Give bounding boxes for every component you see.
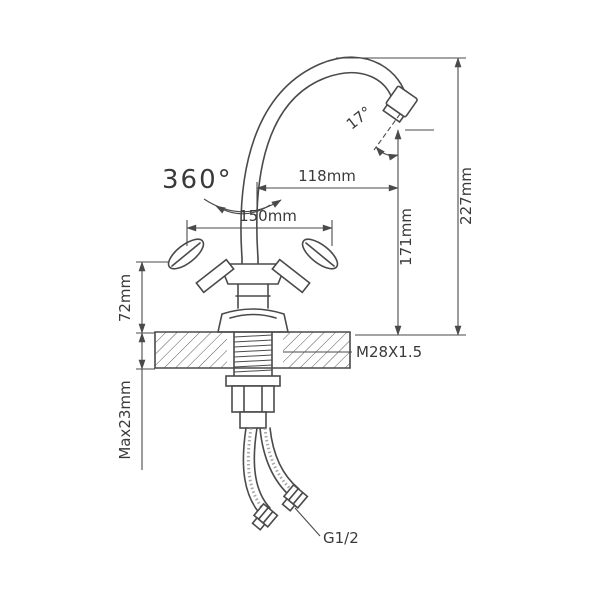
reach-dimension-label: 118mm (298, 167, 356, 185)
outlet-height-label: 171mm (397, 208, 415, 266)
deck-hatch-right (283, 332, 350, 368)
faucet-spout (240, 56, 408, 259)
dimension-body-height: 72mm (116, 261, 168, 334)
spout-inner-curve (256, 72, 394, 259)
thread-callout: M28X1.5 (283, 343, 422, 361)
connector-left-facet2 (262, 510, 274, 524)
hose-left-inner (253, 427, 271, 509)
rotation-annotation: 360° (162, 165, 282, 215)
hose-connector-left (251, 502, 279, 531)
left-handle-arm (195, 258, 235, 294)
overall-height-label: 227mm (457, 167, 475, 225)
dimension-outlet-height: 171mm (394, 129, 434, 336)
base-detail-line (229, 313, 277, 319)
base-escutcheon (217, 308, 289, 333)
right-handle-arm (271, 258, 311, 294)
hose-right-outer (259, 427, 292, 498)
right-knob-axis (305, 242, 335, 267)
rotation-arc-inner (215, 204, 271, 215)
rotation-arc-outer (203, 198, 282, 213)
thread-ticks (233, 334, 273, 373)
hose-connection-label: G1/2 (323, 529, 359, 547)
connector-right-nipple (281, 497, 296, 512)
spout-head (382, 85, 418, 124)
left-handle (167, 238, 235, 294)
hose-connector-right (281, 483, 309, 512)
aerator-ring (382, 103, 405, 124)
hose-manifold (239, 411, 267, 429)
body-height-label: 72mm (116, 274, 134, 322)
span-dimension-label: 150mm (239, 207, 297, 225)
threaded-shank (225, 331, 281, 429)
connector-right-facet1 (287, 487, 300, 501)
deck-hatch-left (155, 332, 227, 368)
mounting-thread-label: M28X1.5 (356, 343, 422, 361)
connector-left-facet1 (257, 506, 270, 520)
right-handle (271, 238, 339, 294)
outlet-angle-label: 17° (343, 103, 375, 134)
rotation-label: 360° (162, 165, 233, 195)
dimension-spout-reach: 118mm (256, 167, 399, 212)
hose-callout: G1/2 (294, 507, 359, 547)
hose-right-braid (263, 427, 296, 495)
connector-right-facet2 (292, 491, 304, 505)
hose-left-outer (242, 427, 262, 516)
angle-arc (375, 146, 399, 161)
shank-flange (225, 375, 281, 387)
dimension-deck-thickness: Max23mm (116, 332, 155, 470)
mounting-nut (231, 385, 275, 413)
supply-hose-left (242, 427, 271, 516)
hose-right-inner (269, 427, 300, 490)
spout-outer-curve (240, 56, 408, 259)
hose-leader-line (294, 507, 321, 537)
dimension-handle-span: 150mm (186, 207, 333, 246)
hose-left-braid (246, 427, 267, 513)
connector-left-nipple (251, 516, 266, 531)
deck-thickness-label: Max23mm (116, 380, 134, 459)
faucet-body (217, 257, 289, 333)
dimension-overall-height: 227mm (336, 57, 475, 336)
mounting-deck (154, 331, 351, 369)
left-knob-axis (171, 242, 201, 267)
